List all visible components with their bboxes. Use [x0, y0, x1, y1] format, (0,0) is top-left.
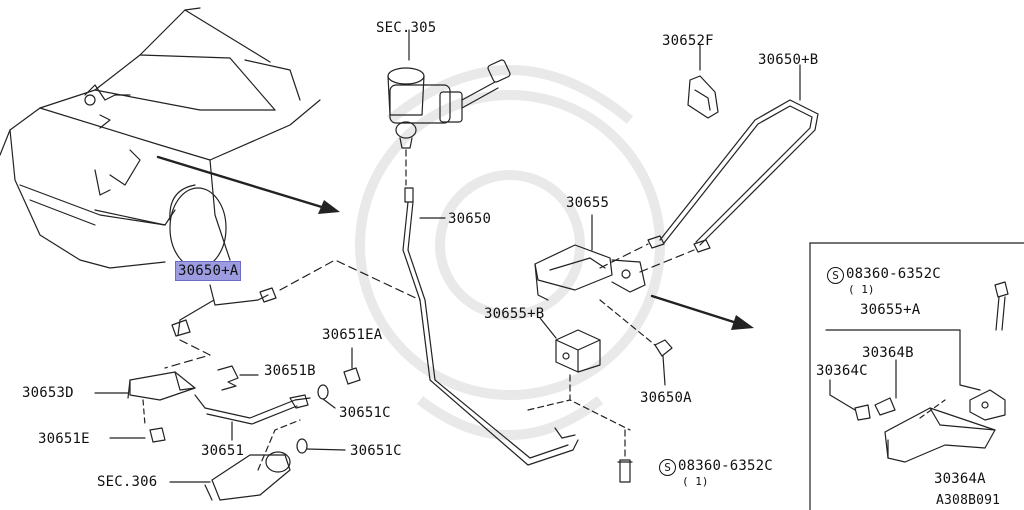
clutch-tube-30650	[402, 187, 579, 466]
s-symbol-inset: S	[827, 267, 844, 284]
inset-bolt-08360	[994, 281, 1009, 331]
label-30651ea: 30651EA	[322, 327, 383, 343]
watermark-emblem	[355, 65, 665, 440]
bracket-30653d	[94, 371, 196, 426]
label-30364a-inset: 30364A	[934, 471, 986, 487]
label-30651e: 30651E	[38, 431, 90, 447]
bolt-30651ea	[343, 347, 361, 385]
clip-30651b	[217, 365, 259, 391]
label-30655a-inset: 30655+A	[860, 302, 921, 318]
figure-id: A308B091	[936, 493, 1001, 508]
label-30653d: 30653D	[22, 385, 74, 401]
washer-30651c-lower	[296, 438, 346, 454]
qty-bolt-main: ( 1)	[682, 475, 709, 488]
label-30651c-upper: 30651C	[339, 405, 391, 421]
clutch-operating-cylinder	[169, 419, 301, 501]
vehicle-outline	[0, 7, 321, 269]
label-30364c-inset: 30364C	[816, 363, 868, 379]
label-30652f: 30652F	[662, 33, 714, 49]
label-30651b: 30651B	[264, 363, 316, 379]
label-30650b: 30650+B	[758, 52, 819, 68]
washer-30651c-upper	[317, 384, 336, 409]
bolt-30651e	[109, 427, 166, 443]
clutch-tube-30650b	[599, 64, 819, 273]
inset-clip-30364b	[874, 359, 897, 416]
inset-junction-30655a	[825, 329, 1006, 421]
bracket-30655	[534, 214, 646, 301]
label-30364b-inset: 30364B	[862, 345, 914, 361]
label-30655: 30655	[566, 195, 610, 211]
label-sec305: SEC.305	[376, 20, 437, 36]
clutch-master-cylinder	[387, 29, 511, 186]
label-sec306: SEC.306	[97, 474, 158, 490]
label-30651c-lower: 30651C	[350, 443, 402, 459]
bolt-30650a	[599, 299, 673, 386]
inset-bracket-30364a	[884, 399, 996, 463]
clip-30652f	[687, 44, 719, 119]
label-bolt-08360-inset: 08360-6352C	[846, 266, 941, 282]
label-30651: 30651	[201, 443, 245, 459]
label-30650: 30650	[448, 211, 492, 227]
s-symbol-main: S	[659, 459, 676, 476]
qty-bolt-inset: ( 1)	[848, 283, 875, 296]
label-30650a: 30650A	[640, 390, 692, 406]
bolt-08360-main	[617, 429, 633, 483]
label-30650a-highlighted[interactable]: 30650+A	[174, 261, 242, 281]
inset-frame	[809, 242, 1024, 510]
inset-clip-30364c	[829, 379, 871, 421]
clutch-hose-30650a	[164, 259, 421, 369]
clutch-hose-30651	[194, 394, 311, 441]
junction-block-30655b	[527, 317, 631, 439]
label-30655b: 30655+B	[484, 306, 545, 322]
label-bolt-08360-main: 08360-6352C	[678, 458, 773, 474]
leader-arrows	[156, 155, 742, 326]
